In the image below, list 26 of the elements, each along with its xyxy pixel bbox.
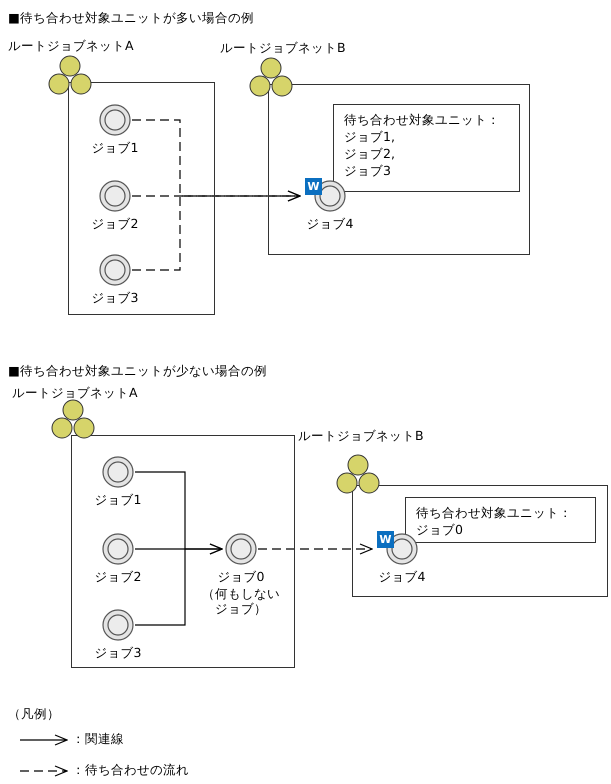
job-name: ジョブ1 (90, 140, 140, 155)
job-name: ジョブ3 (90, 290, 140, 305)
arrow (135, 543, 223, 626)
job-name: ジョブ3 (94, 645, 142, 660)
job-name: ジョブ1 (94, 492, 142, 507)
legend-heading: （凡例） (8, 706, 60, 723)
job-name: ジョブ4 (378, 569, 426, 584)
job-name: ジョブ0 (216, 569, 266, 584)
dashed-arrow (258, 543, 373, 555)
jobnet-name: ルートジョブネットA (12, 385, 138, 402)
job-note: （何もしないジョブ） (201, 586, 281, 616)
job-name: ジョブ2 (94, 569, 142, 584)
wait-target-box: 待ち合わせ対象ユニット： ジョブ0 (405, 497, 596, 543)
jobnet-name: ルートジョブネットB (298, 428, 424, 445)
legend-text: ：待ち合わせの流れ (72, 762, 189, 779)
wait-target-box: 待ち合わせ対象ユニット： ジョブ1, ジョブ2, ジョブ3 (333, 104, 520, 192)
jobnet-name: ルートジョブネットA (8, 38, 134, 55)
wait-badge: W (305, 178, 322, 195)
dashed-arrow (132, 190, 301, 271)
section-heading: ■待ち合わせ対象ユニットが多い場合の例 (8, 10, 254, 27)
job-name: ジョブ2 (90, 216, 140, 231)
job-name: ジョブ4 (306, 216, 354, 231)
section-heading: ■待ち合わせ対象ユニットが少ない場合の例 (8, 363, 267, 380)
legend-text: ：関連線 (72, 731, 124, 748)
jobnet-name: ルートジョブネットB (220, 40, 346, 57)
wait-badge: W (377, 531, 394, 548)
